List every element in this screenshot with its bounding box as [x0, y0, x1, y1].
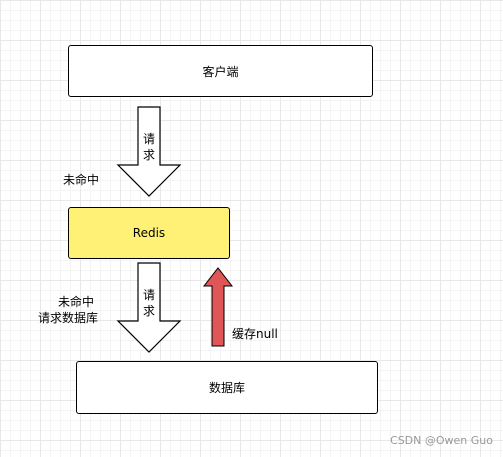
request-arrow-down-1: [116, 106, 182, 197]
request-char: 求: [142, 304, 155, 318]
miss-label-2-line1: 未命中: [57, 295, 94, 309]
cache-null-label: 缓存null: [232, 327, 278, 341]
redis-label: Redis: [132, 226, 166, 240]
miss-label-1: 未命中: [63, 173, 100, 187]
request-char: 请: [142, 132, 155, 146]
cache-null-arrow-up: [202, 267, 234, 347]
request-arrow-1-text: 请 求: [141, 131, 157, 163]
request-char: 求: [142, 148, 155, 162]
miss-label-2: 未命中: [50, 295, 102, 309]
database-label: 数据库: [208, 381, 245, 395]
redis-box: Redis: [68, 207, 230, 259]
client-label: 客户端: [202, 64, 239, 79]
miss-label-2-line2: 请求数据库: [38, 311, 99, 325]
watermark: CSDN @Owen Guo: [390, 434, 493, 447]
database-box: 数据库: [76, 361, 378, 414]
request-arrow-down-2: [116, 262, 182, 353]
request-char: 请: [142, 288, 155, 302]
request-arrow-2-text: 请 求: [141, 287, 157, 319]
client-box: 客户端: [68, 45, 373, 97]
